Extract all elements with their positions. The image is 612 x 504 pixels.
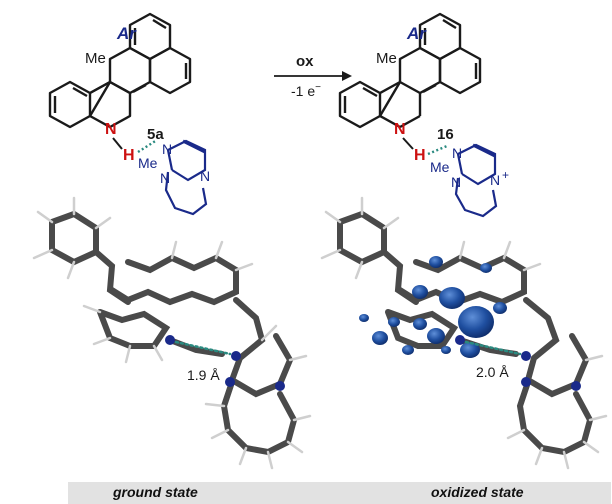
hydrogen-label: H: [123, 147, 135, 164]
arrow-reagent: ox: [296, 53, 314, 70]
nh-bond-16: [402, 137, 414, 150]
hydrogen-bond-dashes: [137, 138, 158, 154]
compound-number-5a: 5a: [147, 126, 164, 143]
base16-n-left: N: [451, 174, 461, 190]
nitrogen-label-16: N: [394, 121, 406, 138]
aryl-label: Ar: [116, 24, 137, 43]
base-methyl: Me: [138, 155, 158, 171]
compound-number-16: 16: [437, 126, 454, 143]
base16-n-right: N: [490, 172, 500, 188]
base16-methyl: Me: [430, 159, 450, 175]
guanidinium-base-right: [454, 143, 498, 218]
compound-16-labels: Me Ar N H 16: [376, 24, 454, 164]
arrow-condition: -1 e−: [291, 82, 321, 99]
compound-5a-labels: Me Ar N H 5a: [85, 24, 164, 164]
distance-oxidized: 2.0 Å: [476, 364, 509, 380]
caption-oxidized-state: oxidized state: [431, 484, 524, 500]
nitrogen-label: N: [105, 121, 117, 138]
methyl-label: Me: [85, 50, 106, 67]
aryl-label-16: Ar: [406, 24, 427, 43]
spin-density-lobes: [359, 256, 507, 358]
hydrogen-bond-3d-oxidized: [464, 340, 522, 356]
base16-charge: +: [502, 168, 509, 182]
ground-state-structure: 1.9 Å: [32, 196, 312, 470]
compound-5a: [48, 12, 192, 129]
guanidinium-base-right-labels: N N N + Me: [430, 145, 509, 190]
caption-bar: [68, 482, 611, 504]
oxidized-state-structure: 2.0 Å: [320, 196, 608, 470]
base-n-top: N: [162, 141, 172, 157]
distance-ground: 1.9 Å: [187, 367, 220, 383]
guanidine-base-left-labels: N N N Me: [138, 141, 210, 186]
caption-ground-state: ground state: [113, 484, 198, 500]
compound-16: [338, 12, 482, 129]
nh-bond: [112, 137, 123, 150]
reaction-arrow: ox -1 e−: [274, 53, 352, 99]
methyl-label-16: Me: [376, 50, 397, 67]
hydrogen-bond-3d-ground: [174, 340, 232, 356]
base-n-left: N: [160, 170, 170, 186]
hydrogen-bond-dashes-16: [427, 144, 448, 156]
base16-n-top: N: [452, 145, 462, 161]
guanidine-base-left: [164, 139, 208, 216]
base-n-right: N: [200, 168, 210, 184]
hydrogen-label-16: H: [414, 147, 426, 164]
